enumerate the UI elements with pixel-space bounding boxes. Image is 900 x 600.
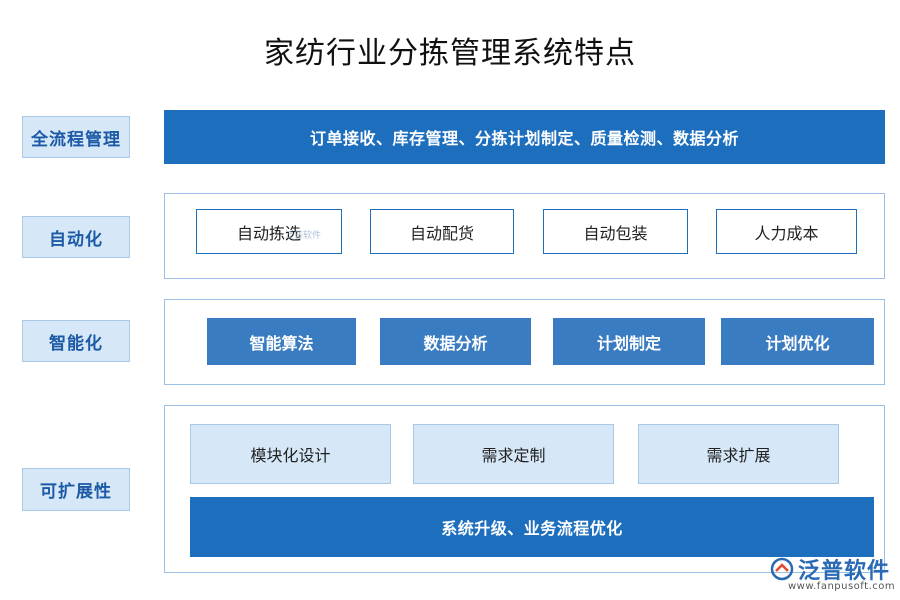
intelligence-item: 计划制定 <box>553 318 705 365</box>
brand-name: 泛普软件 <box>798 559 891 584</box>
intelligence-item: 数据分析 <box>380 318 531 365</box>
scalability-item: 需求定制 <box>413 424 614 484</box>
automation-item: 自动拣选 <box>196 209 342 254</box>
row-label-full-process: 全流程管理 <box>22 116 130 158</box>
diagram-title: 家纺行业分拣管理系统特点 <box>264 36 636 71</box>
scalability-item: 模块化设计 <box>190 424 391 484</box>
brand-url: www.fanpusoft.com <box>788 581 896 592</box>
row-label-automation: 自动化 <box>22 216 130 258</box>
fanpu-logo-icon <box>770 557 794 581</box>
automation-item: 自动配货 <box>370 209 514 254</box>
automation-item: 自动包装 <box>543 209 688 254</box>
intelligence-item: 智能算法 <box>207 318 356 365</box>
automation-item: 人力成本 <box>716 209 857 254</box>
full-process-banner: 订单接收、库存管理、分拣计划制定、质量检测、数据分析 <box>164 110 885 164</box>
scalability-banner: 系统升级、业务流程优化 <box>190 497 874 557</box>
watermark-small: 泛普软件 <box>285 231 322 241</box>
scalability-item: 需求扩展 <box>638 424 839 484</box>
row-label-intelligence: 智能化 <box>22 320 130 362</box>
intelligence-item: 计划优化 <box>721 318 874 365</box>
row-label-scalability: 可扩展性 <box>22 468 130 511</box>
brand-logo: 泛普软件 <box>770 553 890 585</box>
